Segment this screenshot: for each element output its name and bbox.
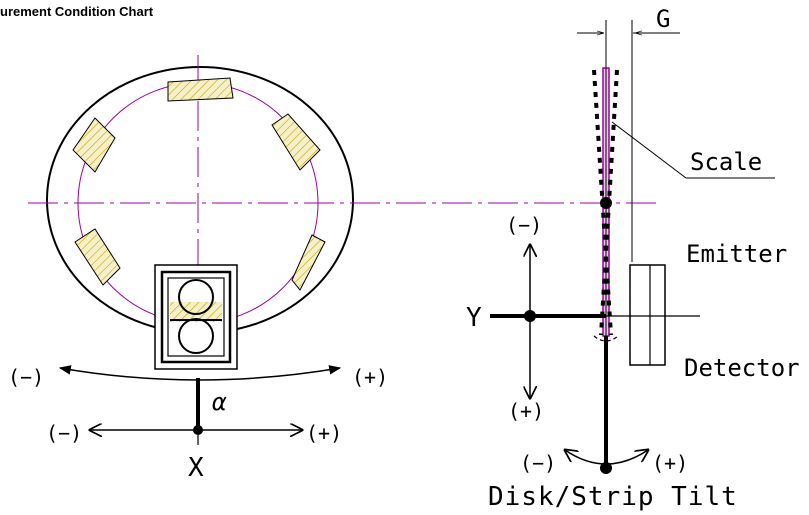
tilt-origin-dot (600, 462, 612, 474)
alpha-plus-label: (+) (352, 365, 388, 389)
tilt-rotation-arrow (565, 450, 648, 465)
x-minus-label: (−) (46, 421, 82, 445)
y-origin-dot (524, 310, 536, 322)
segment-left-upper (72, 117, 116, 173)
emitter-detector-block (629, 264, 666, 366)
tilt-plus-label: (+) (652, 451, 688, 475)
x-axis-label: X (188, 453, 204, 483)
sensor-lens-top (178, 279, 214, 315)
segment-left-lower (74, 228, 121, 286)
disk-strip-tilt-label: Disk/Strip Tilt (488, 482, 738, 512)
scale-leader (611, 121, 687, 179)
y-minus-label: (−) (506, 213, 542, 237)
alpha-symbol: α (212, 388, 227, 416)
scale-label: Scale (690, 148, 762, 176)
scale-segments (72, 77, 326, 291)
emitter-label: Emitter (686, 240, 787, 268)
segment-top (167, 77, 234, 102)
y-plus-label: (+) (508, 399, 544, 423)
detector-label: Detector (684, 354, 800, 382)
chart-title: urement Condition Chart (0, 4, 154, 19)
disk-side-view: G Scale Emitter Detector Y (−) (+) (−) (466, 5, 800, 512)
segment-right-upper (271, 113, 321, 171)
sensor-housing-inner (160, 270, 232, 364)
alpha-minus-label: (−) (8, 365, 44, 389)
x-plus-label: (+) (306, 421, 342, 445)
disk-front-view: (−) (+) α (−) (+) X (8, 55, 660, 483)
tilt-minus-label: (−) (520, 451, 556, 475)
y-axis-label: Y (466, 303, 482, 333)
scale-center-dot (600, 197, 612, 209)
segment-right-lower (291, 234, 326, 291)
gap-label: G (656, 5, 670, 33)
